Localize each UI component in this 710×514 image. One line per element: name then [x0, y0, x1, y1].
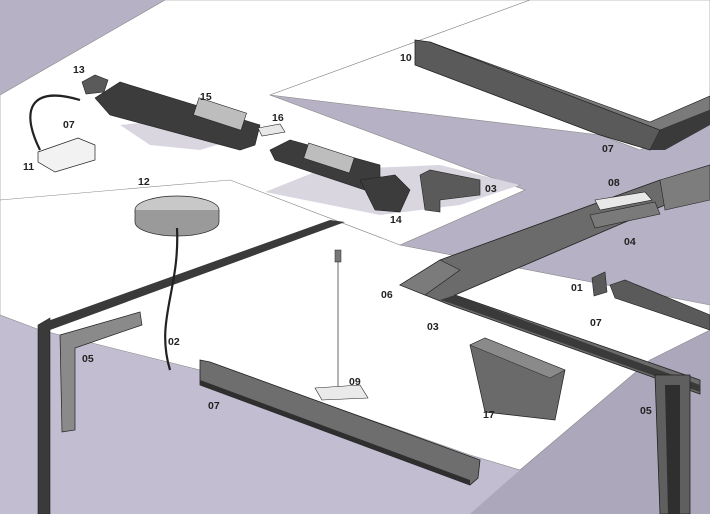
part-01	[591, 271, 608, 297]
label-03-upper: 03	[485, 183, 497, 195]
track-15-driver	[193, 97, 247, 131]
track-upper-right-short	[659, 164, 710, 211]
label-07-top-right: 07	[602, 143, 614, 155]
label-16: 16	[272, 112, 284, 124]
track-04	[589, 201, 661, 229]
label-05-left: 05	[82, 353, 94, 365]
part-14	[359, 174, 411, 213]
label-13: 13	[73, 64, 85, 76]
label-03-lower: 03	[427, 321, 439, 333]
label-10: 10	[400, 52, 412, 64]
track-center-driver-box	[303, 142, 355, 174]
part-16	[257, 123, 286, 137]
part-17-top	[469, 337, 566, 379]
label-06: 06	[381, 289, 393, 301]
label-15: 15	[200, 91, 212, 103]
track-vertical-right-inner	[665, 385, 680, 514]
track-vertical-left	[37, 317, 51, 514]
lower-wall-left	[0, 310, 520, 514]
track-diagonal-long	[45, 220, 345, 330]
label-02: 02	[168, 336, 180, 348]
part-08	[594, 191, 653, 211]
part-11	[37, 137, 96, 173]
part-13	[81, 74, 109, 95]
cable-02	[164, 227, 179, 371]
part-09-hook	[334, 249, 342, 263]
label-12: 12	[138, 176, 150, 188]
label-05-right: 05	[640, 405, 652, 417]
track-07-bottom-dark	[200, 380, 470, 485]
track-07-right-middle	[609, 279, 710, 331]
label-17: 17	[483, 409, 495, 421]
label-07-bottom: 07	[208, 400, 220, 412]
part-09-plate	[314, 384, 369, 401]
part-06-corner	[399, 259, 461, 296]
label-04: 04	[624, 236, 636, 248]
cable-11	[29, 94, 81, 151]
label-07-left: 07	[63, 119, 75, 131]
label-09: 09	[349, 376, 361, 388]
label-01: 01	[571, 282, 583, 294]
part-03-upper	[419, 169, 481, 213]
track-10-side	[429, 41, 710, 131]
track-07-upper-right	[650, 110, 710, 150]
label-07-right: 07	[590, 317, 602, 329]
track-corner-right-dark	[440, 295, 700, 392]
track-05-left	[59, 311, 143, 433]
label-14: 14	[390, 214, 402, 226]
track-15	[94, 81, 261, 151]
label-08: 08	[608, 177, 620, 189]
label-11: 11	[23, 161, 34, 173]
